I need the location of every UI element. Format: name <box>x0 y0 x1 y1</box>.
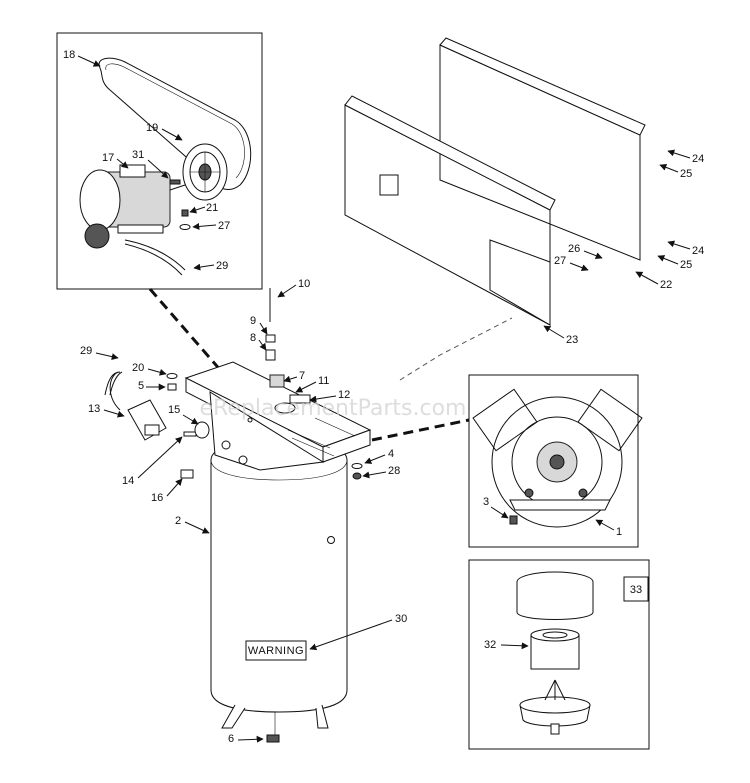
callout-1: 1 <box>616 526 622 538</box>
callout-22: 22 <box>660 279 672 291</box>
callout-29: 29 <box>80 345 92 357</box>
callout-20: 20 <box>132 362 144 374</box>
callout-11: 11 <box>318 375 329 387</box>
tank-part <box>210 439 348 713</box>
callout-27: 27 <box>218 220 230 232</box>
filter-kit-inset: 33 <box>468 559 650 750</box>
motor-part <box>79 164 186 276</box>
callout-19: 19 <box>146 122 158 134</box>
callout-27: 27 <box>554 255 566 267</box>
callout-30: 30 <box>395 613 407 625</box>
tank-assembly: WARNING <box>104 288 372 743</box>
callout-4: 4 <box>388 448 394 460</box>
callout-23: 23 <box>566 334 578 346</box>
callout-9: 9 <box>250 315 256 327</box>
callout-28: 28 <box>388 465 400 477</box>
guard-leader <box>399 317 513 381</box>
pump-inset <box>468 374 643 548</box>
callout-17: 17 <box>102 152 114 164</box>
inset-leader-motor <box>148 288 224 373</box>
callout-25: 25 <box>680 259 692 271</box>
watermark: eReplacementParts.com <box>200 396 467 421</box>
callout-7: 7 <box>299 370 305 382</box>
kit-label: 33 <box>630 584 642 596</box>
pulley-part <box>182 143 228 201</box>
callout-5: 5 <box>138 380 144 392</box>
callout-32: 32 <box>484 639 496 651</box>
inset-leader-pump <box>371 418 470 442</box>
callout-16: 16 <box>151 492 163 504</box>
callout-2: 2 <box>175 515 181 527</box>
callout-8: 8 <box>250 332 256 344</box>
belt-guard <box>344 37 646 326</box>
callout-14: 14 <box>122 475 134 487</box>
callout-26: 26 <box>568 243 580 255</box>
callout-29: 29 <box>216 260 228 272</box>
callout-3: 3 <box>483 496 489 508</box>
callout-15: 15 <box>168 404 180 416</box>
callout-12: 12 <box>338 389 350 401</box>
callout-24: 24 <box>692 245 704 257</box>
callout-31: 31 <box>132 149 144 161</box>
callout-24: 24 <box>692 153 704 165</box>
callout-18: 18 <box>63 49 75 61</box>
callout-25: 25 <box>680 168 692 180</box>
callout-10: 10 <box>298 278 310 290</box>
warning-label: WARNING <box>248 645 304 657</box>
belt-part <box>98 57 252 190</box>
kit-box <box>623 576 649 602</box>
callout-6: 6 <box>228 733 234 745</box>
callouts: 18 19 17 31 21 27 29 24 25 24 25 22 26 2… <box>63 49 704 745</box>
callout-21: 21 <box>206 202 218 214</box>
motor-belt-inset <box>56 32 263 290</box>
callout-13: 13 <box>88 403 100 415</box>
